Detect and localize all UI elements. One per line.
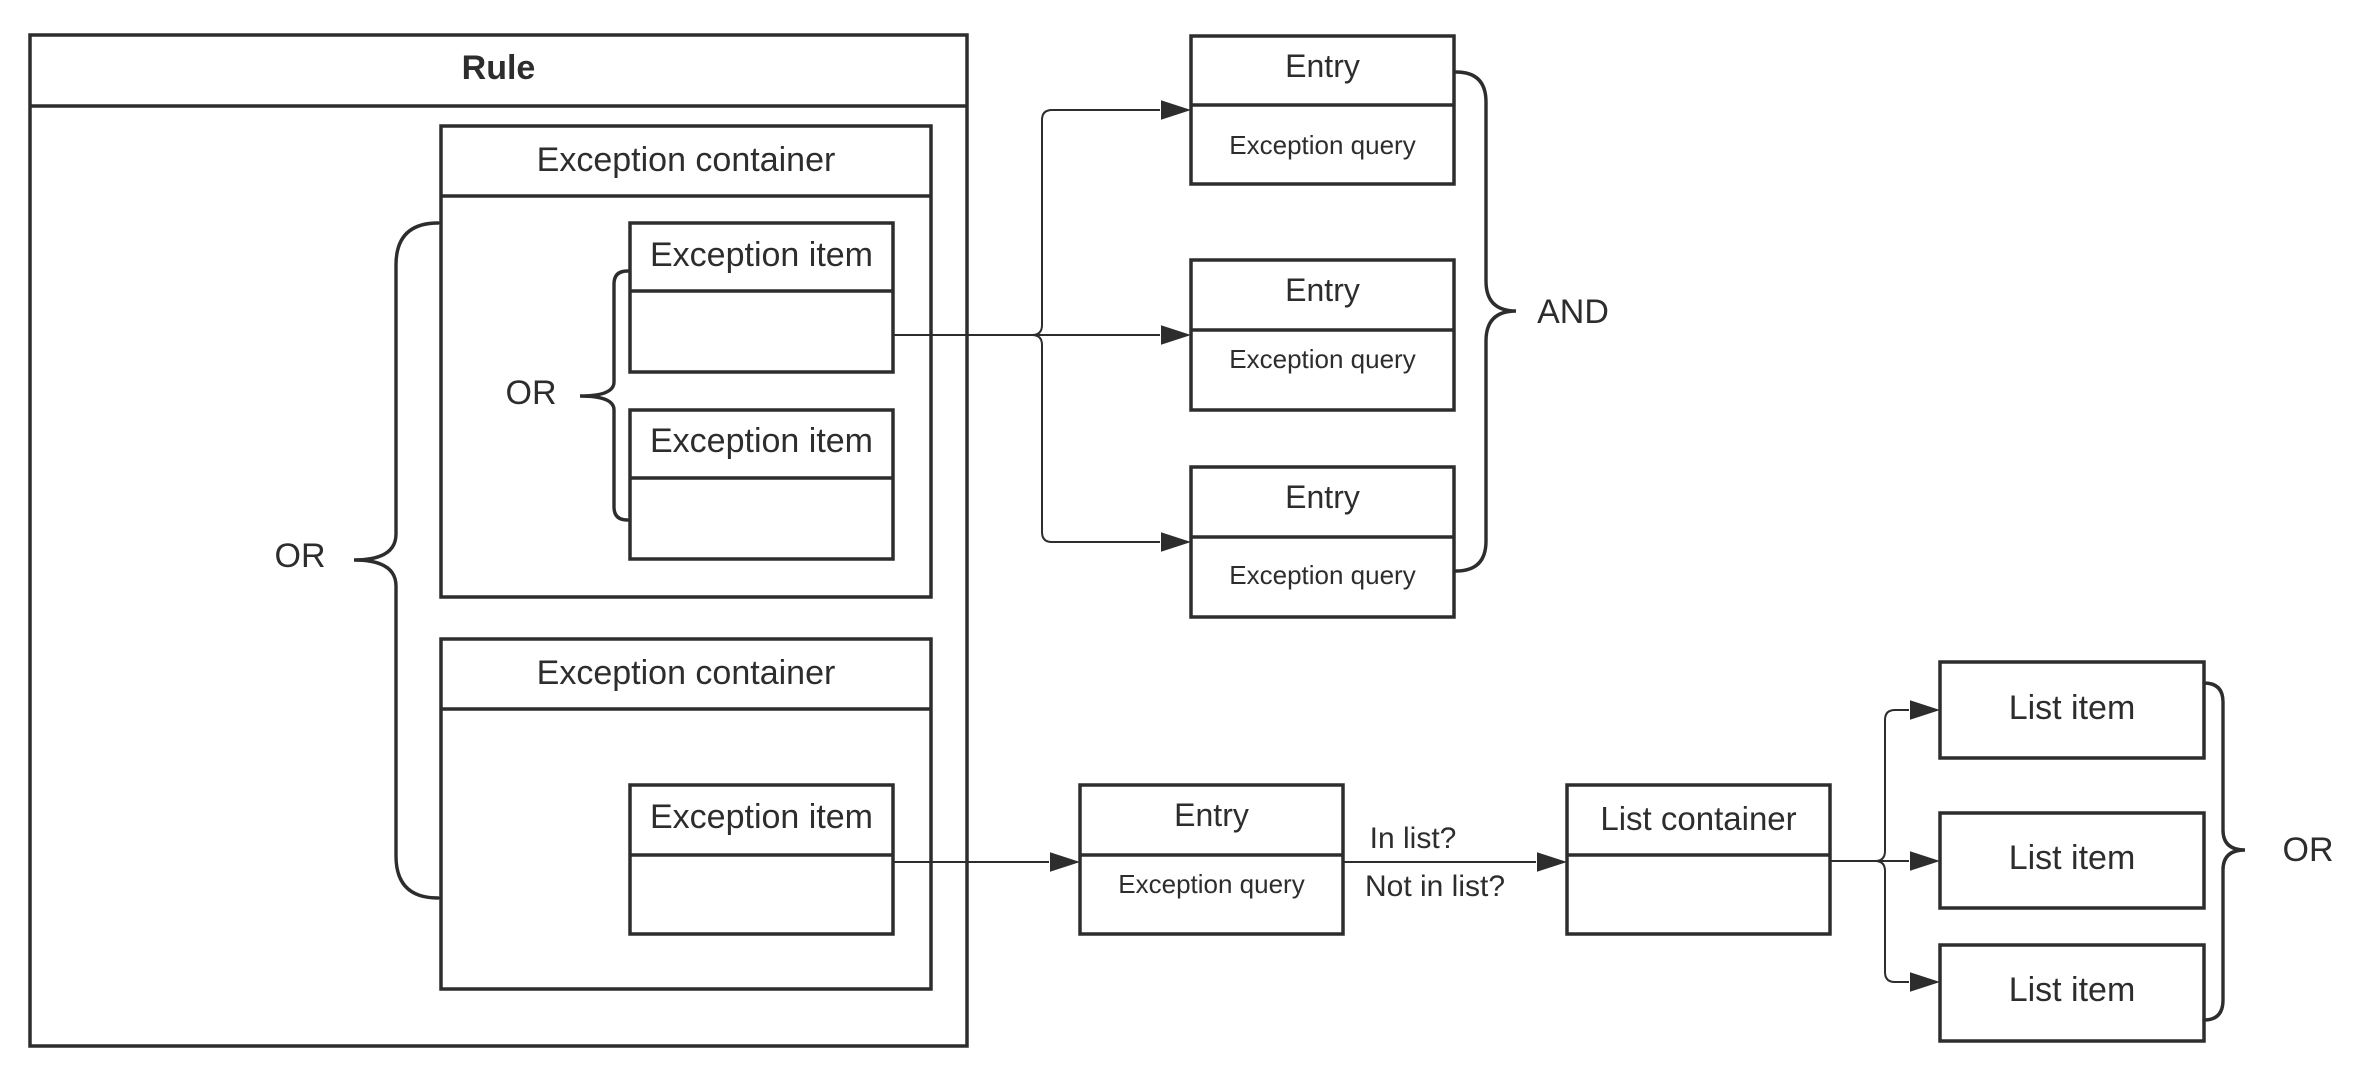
- svg-text:Rule: Rule: [462, 49, 536, 87]
- svg-text:Exception query: Exception query: [1229, 344, 1415, 374]
- svg-text:In list?: In list?: [1370, 822, 1457, 855]
- svg-text:Not in list?: Not in list?: [1365, 870, 1505, 903]
- svg-text:Entry: Entry: [1285, 479, 1360, 515]
- svg-text:Exception item: Exception item: [650, 236, 873, 274]
- svg-text:List item: List item: [2009, 689, 2136, 727]
- svg-text:List item: List item: [2009, 839, 2136, 877]
- svg-text:OR: OR: [2283, 831, 2334, 869]
- svg-text:AND: AND: [1537, 293, 1609, 331]
- svg-text:Exception item: Exception item: [650, 422, 873, 460]
- svg-text:Exception query: Exception query: [1229, 560, 1415, 590]
- svg-text:OR: OR: [275, 537, 326, 575]
- svg-text:Entry: Entry: [1285, 48, 1360, 84]
- svg-text:Exception query: Exception query: [1118, 869, 1304, 899]
- svg-text:Exception query: Exception query: [1229, 130, 1415, 160]
- svg-text:Exception container: Exception container: [537, 141, 836, 179]
- svg-text:List item: List item: [2009, 971, 2136, 1009]
- svg-text:OR: OR: [506, 374, 557, 412]
- svg-text:Entry: Entry: [1174, 797, 1249, 833]
- svg-text:Entry: Entry: [1285, 272, 1360, 308]
- svg-text:List container: List container: [1600, 800, 1796, 837]
- svg-text:Exception container: Exception container: [537, 654, 836, 692]
- svg-text:Exception item: Exception item: [650, 798, 873, 836]
